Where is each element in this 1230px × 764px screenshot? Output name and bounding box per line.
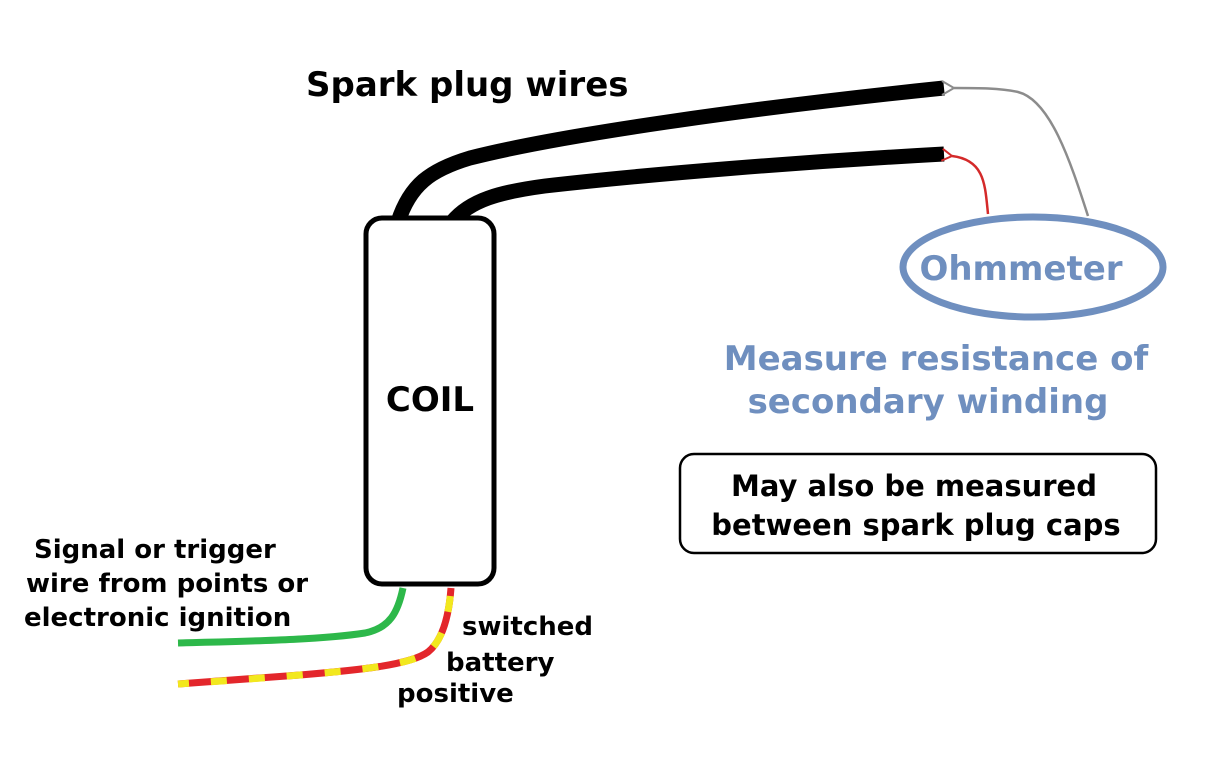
signal-trigger-wire (177, 587, 407, 647)
note-line1: May also be measured (731, 469, 1097, 503)
battery-wire-label-line1: switched (462, 612, 593, 642)
red-probe-lead (940, 148, 990, 215)
gray-probe-lead (941, 80, 1090, 217)
coil-label: COIL (386, 380, 474, 420)
spark-plug-wire-upper (390, 80, 945, 225)
signal-wire-label-line3: electronic ignition (24, 603, 291, 633)
coil-body (363, 215, 497, 587)
signal-wire-label-line1: Signal or trigger (34, 535, 276, 565)
measure-caption-line2: secondary winding (748, 382, 1109, 422)
ohmmeter-ellipse (899, 213, 1167, 321)
note-box (678, 452, 1158, 555)
ohmmeter-label: Ohmmeter (919, 249, 1122, 289)
battery-wire-label-line3: positive (397, 679, 514, 709)
battery-positive-wire-red (177, 587, 455, 688)
battery-wire-label-line2: battery (446, 648, 554, 678)
spark-plug-wires-label: Spark plug wires (306, 65, 629, 105)
measure-caption-line1: Measure resistance of (724, 339, 1150, 379)
spark-plug-wire-lower (446, 146, 945, 228)
note-line2: between spark plug caps (711, 508, 1120, 542)
signal-wire-label-line2: wire from points or (26, 569, 308, 599)
